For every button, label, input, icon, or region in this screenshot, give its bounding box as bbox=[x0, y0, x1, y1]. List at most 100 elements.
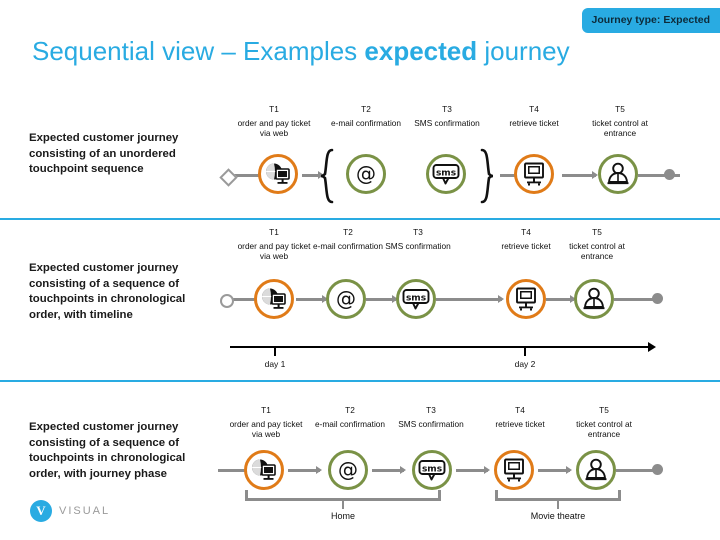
touchpoint-code-t2-row3: T2 bbox=[345, 405, 355, 415]
touchpoint-node-t2-row2[interactable]: @ bbox=[326, 279, 366, 319]
touchpoint-code-t4-row3: T4 bbox=[515, 405, 525, 415]
connector-t3-t4-row2 bbox=[436, 298, 502, 301]
touchpoint-name-t5-row3: ticket control at entrance bbox=[576, 418, 632, 440]
touchpoint-label-t3-row2: T3 SMS confirmation bbox=[382, 227, 454, 251]
page-title: Sequential view – Examples expected jour… bbox=[32, 36, 570, 67]
connector-arrow-4-row2 bbox=[570, 295, 576, 303]
touchpoint-label-t1-row3: T1 order and pay ticket via web bbox=[224, 405, 308, 440]
touchpoint-node-t4-row2[interactable] bbox=[506, 279, 546, 319]
touchpoint-code-t5-row3: T5 bbox=[599, 405, 609, 415]
connector-arrow-3-row3 bbox=[484, 466, 490, 474]
touchpoint-node-t2-row3[interactable]: @ bbox=[328, 450, 368, 490]
phase-label-theatre: Movie theatre bbox=[530, 511, 586, 521]
touchpoint-code-t4: T4 bbox=[529, 104, 539, 114]
connector-t4-t5-row2 bbox=[546, 298, 574, 301]
touchpoint-name-t1-row3: order and pay ticket via web bbox=[229, 418, 303, 440]
connector-t1-brace bbox=[302, 174, 320, 177]
timeline-label-day1: day 1 bbox=[264, 359, 286, 369]
svg-text:@: @ bbox=[336, 287, 356, 311]
connector-t2-t3-row3 bbox=[372, 469, 404, 472]
touchpoint-node-t5[interactable] bbox=[598, 154, 638, 194]
touchpoint-name-t3-row3: SMS confirmation bbox=[398, 418, 464, 429]
timeline-label-day2: day 2 bbox=[514, 359, 536, 369]
touchpoint-node-t3-row2[interactable]: sms bbox=[396, 279, 436, 319]
visual-logo-text: VISUAL bbox=[59, 505, 111, 517]
touchpoint-node-t1[interactable] bbox=[258, 154, 298, 194]
touchpoint-name-t4-row3: retrieve ticket bbox=[495, 418, 545, 429]
section-divider-2 bbox=[0, 380, 720, 382]
connector-brace-t4 bbox=[500, 174, 522, 177]
journey-row-chronological: T1 order and pay ticket via web T2 e-mai… bbox=[0, 225, 720, 335]
touchpoint-code-t2-row2: T2 bbox=[343, 227, 353, 237]
phase-bracket-home-stem bbox=[342, 500, 344, 509]
journey-row-phases: T1 order and pay ticket via web T2 e-mai… bbox=[0, 400, 720, 535]
unordered-group-close-brace bbox=[480, 148, 494, 204]
touchpoint-code-t1-row3: T1 bbox=[261, 405, 271, 415]
journey-end-marker bbox=[664, 169, 675, 180]
journey-end-marker-row2 bbox=[652, 293, 663, 304]
connector-end-row2 bbox=[614, 298, 658, 301]
touchpoint-name-t5: ticket control at entrance bbox=[592, 117, 648, 139]
touchpoint-name-t5-row2: ticket control at entrance bbox=[569, 240, 625, 262]
timeline-tick-day2 bbox=[524, 348, 526, 356]
touchpoint-code-t5: T5 bbox=[615, 104, 625, 114]
touchpoint-node-t1-row3[interactable] bbox=[244, 450, 284, 490]
at-sign-icon: @ bbox=[356, 162, 376, 186]
timeline-line bbox=[230, 346, 650, 348]
touchpoint-label-t2-row3: T2 e-mail confirmation bbox=[310, 405, 390, 429]
touchpoint-node-t3[interactable]: sms bbox=[426, 154, 466, 194]
svg-text:@: @ bbox=[356, 162, 376, 186]
phase-bracket-home-right-tip bbox=[438, 490, 441, 500]
phase-bracket-theatre-right-tip bbox=[618, 490, 621, 500]
description-row-1: Expected customer journey consisting of … bbox=[29, 132, 179, 175]
touchpoint-label-t3-row3: T3 SMS confirmation bbox=[392, 405, 470, 429]
journey-type-badge: Journey type: Expected bbox=[581, 8, 720, 33]
connector-arrow-3-row2 bbox=[498, 295, 504, 303]
globe-monitor-icon bbox=[252, 459, 276, 480]
touchpoint-node-t1-row2[interactable] bbox=[254, 279, 294, 319]
phase-bracket-theatre-left-tip bbox=[495, 490, 498, 500]
journey-row-unordered: T1 order and pay ticket via web T2 e-mai… bbox=[0, 100, 720, 218]
touchpoint-label-t2-row2: T2 e-mail confirmation bbox=[312, 227, 384, 251]
person-icon bbox=[585, 458, 607, 481]
connector-start-row3 bbox=[218, 469, 248, 472]
touchpoint-code-t2: T2 bbox=[361, 104, 371, 114]
touchpoint-code-t3-row3: T3 bbox=[426, 405, 436, 415]
touchpoint-node-t4[interactable] bbox=[514, 154, 554, 194]
person-icon bbox=[607, 162, 629, 185]
touchpoint-code-t4-row2: T4 bbox=[521, 227, 531, 237]
svg-text:@: @ bbox=[338, 458, 358, 482]
ticket-kiosk-icon bbox=[516, 287, 536, 311]
page-title-part2: journey bbox=[477, 36, 570, 66]
at-sign-icon: @ bbox=[338, 458, 358, 482]
touchpoint-label-t5-row3: T5 ticket control at entrance bbox=[562, 405, 646, 440]
touchpoint-code-t3-row2: T3 bbox=[413, 227, 423, 237]
journey-start-marker-row2 bbox=[220, 294, 234, 308]
touchpoint-label-t5-row2: T5 ticket control at entrance bbox=[556, 227, 638, 262]
connector-end bbox=[638, 174, 680, 177]
touchpoint-node-t4-row3[interactable] bbox=[494, 450, 534, 490]
timeline-arrowhead bbox=[648, 342, 656, 352]
sms-bubble-icon: sms bbox=[432, 164, 460, 185]
connector-t1-t2-row2 bbox=[296, 298, 326, 301]
touchpoint-node-t3-row3[interactable]: sms bbox=[412, 450, 452, 490]
connector-t2-t3-row2 bbox=[366, 298, 396, 301]
sms-bubble-icon: sms bbox=[418, 460, 446, 481]
globe-monitor-icon bbox=[266, 163, 290, 184]
svg-text:sms: sms bbox=[406, 294, 426, 304]
touchpoint-label-t2: T2 e-mail confirmation bbox=[326, 104, 406, 128]
touchpoint-node-t5-row2[interactable] bbox=[574, 279, 614, 319]
connector-end-row3 bbox=[616, 469, 660, 472]
page-title-emphasis: expected bbox=[364, 36, 478, 66]
connector-t4-t5 bbox=[562, 174, 596, 177]
sms-bubble-icon: sms bbox=[402, 289, 430, 310]
svg-text:sms: sms bbox=[422, 465, 442, 475]
touchpoint-code-t1: T1 bbox=[269, 104, 279, 114]
touchpoint-node-t2[interactable]: @ bbox=[346, 154, 386, 194]
touchpoint-name-t2-row3: e-mail confirmation bbox=[314, 418, 386, 429]
journey-start-marker bbox=[219, 168, 238, 187]
description-row-2: Expected customer journey consisting of … bbox=[29, 262, 186, 321]
touchpoint-node-t5-row3[interactable] bbox=[576, 450, 616, 490]
touchpoint-name-t2: e-mail confirmation bbox=[330, 117, 402, 128]
